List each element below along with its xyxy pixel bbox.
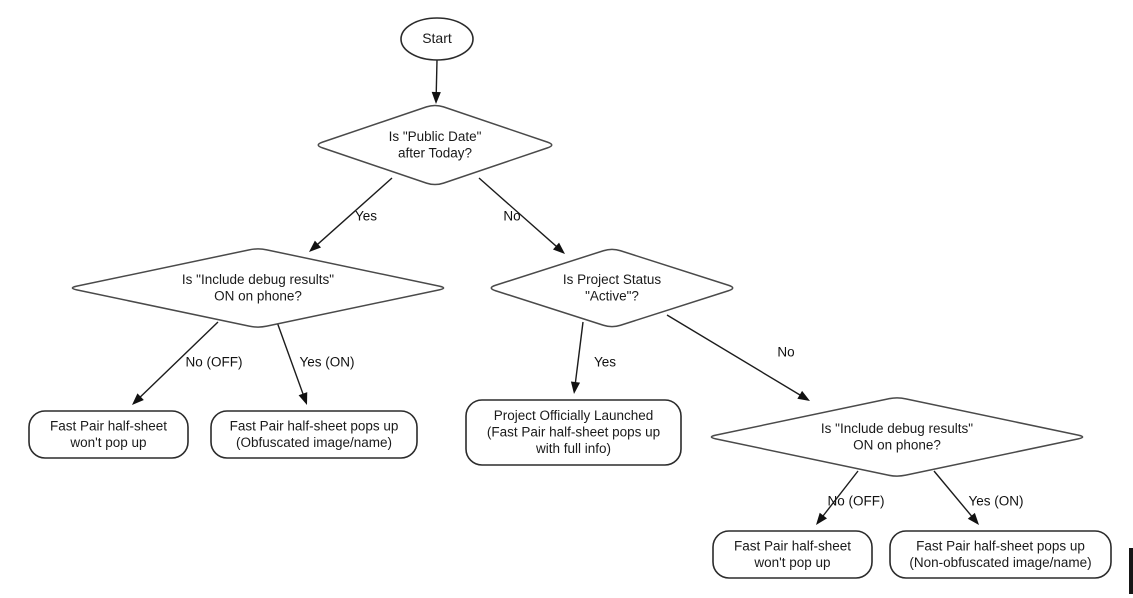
edge-project-status-no-line [666, 314, 803, 397]
edge-project-status-yes-arrowhead [570, 381, 581, 394]
decision-include-debug-results-right-label: Is "Include debug results"ON on phone? [821, 420, 973, 452]
edge-start-to-public-date-line [435, 59, 438, 95]
edge-project-status-yes-label: Yes [594, 355, 616, 370]
decision-include-debug-results-left-label: Is "Include debug results"ON on phone? [182, 271, 334, 303]
edge-debug-left-no-off: No (OFF) [132, 321, 243, 405]
edge-debug-right-yes-on: Yes (ON) [933, 470, 1024, 525]
decision-public-date-label: Is "Public Date"after Today? [389, 128, 482, 160]
edge-debug-left-no-off-label: No (OFF) [186, 355, 243, 370]
edge-debug-right-no-off-arrowhead [816, 512, 827, 525]
edge-start-to-public-date [431, 59, 441, 104]
decision-include-debug-results-right-shape [710, 397, 1084, 477]
edge-debug-right-yes-on-label: Yes (ON) [968, 494, 1023, 509]
result-half-sheet-wont-pop-up-left-shape [28, 410, 189, 459]
decision-include-debug-results-left[interactable]: Is "Include debug results"ON on phone? [71, 248, 445, 328]
result-half-sheet-obfuscated-label: Fast Pair half-sheet pops up(Obfuscated … [230, 418, 399, 450]
decision-include-debug-results-right[interactable]: Is "Include debug results"ON on phone? [710, 397, 1084, 477]
decision-public-date-shape [317, 104, 553, 186]
edge-debug-left-no-off-arrowhead [132, 393, 144, 405]
edge-public-date-yes: Yes [309, 177, 393, 252]
right-edge-artifact [1129, 548, 1133, 594]
decision-project-status-active-label: Is Project Status"Active"? [563, 271, 662, 303]
result-project-officially-launched-shape [465, 399, 682, 466]
nodes-layer: Start Is "Public Date"after Today? Is "Inc… [28, 17, 1112, 579]
result-project-officially-launched-label: Project Officially Launched(Fast Pair ha… [487, 408, 660, 456]
edge-debug-right-no-off-line [821, 470, 859, 518]
decision-public-date[interactable]: Is "Public Date"after Today? [317, 104, 553, 186]
result-half-sheet-obfuscated-shape [210, 410, 418, 459]
start-node-shape [400, 17, 474, 61]
result-half-sheet-non-obfuscated-label: Fast Pair half-sheet pops up(Non-obfusca… [909, 538, 1091, 570]
edge-project-status-yes: Yes [570, 321, 616, 394]
decision-project-status-active[interactable]: Is Project Status"Active"? [490, 248, 734, 328]
start-node[interactable]: Start [400, 17, 474, 61]
decision-include-debug-results-left-shape [71, 248, 445, 328]
start-node-label: Start [422, 30, 452, 46]
result-half-sheet-wont-pop-up-right-shape [712, 530, 873, 579]
edge-public-date-yes-line [315, 177, 393, 247]
edge-project-status-yes-line [574, 321, 584, 385]
edge-public-date-no: No [478, 177, 565, 254]
decision-project-status-active-shape [490, 248, 734, 328]
edge-debug-left-no-off-line [138, 321, 219, 399]
edge-debug-right-no-off: No (OFF) [816, 470, 885, 525]
edge-project-status-no: No [666, 314, 810, 401]
edge-public-date-yes-label: Yes [355, 209, 377, 224]
result-half-sheet-non-obfuscated-shape [889, 530, 1112, 579]
edge-project-status-no-label: No [777, 345, 794, 360]
result-half-sheet-non-obfuscated[interactable]: Fast Pair half-sheet pops up(Non-obfusca… [889, 530, 1112, 579]
result-project-officially-launched[interactable]: Project Officially Launched(Fast Pair ha… [465, 399, 682, 466]
edge-public-date-no-arrowhead [552, 242, 565, 254]
edge-public-date-no-line [478, 177, 559, 249]
edge-public-date-no-label: No [503, 209, 520, 224]
edge-debug-right-yes-on-arrowhead [967, 512, 979, 525]
edge-debug-left-yes-on-label: Yes (ON) [299, 355, 354, 370]
edge-debug-left-yes-on-arrowhead [298, 392, 308, 405]
edge-debug-left-yes-on: Yes (ON) [276, 321, 355, 405]
edge-start-to-public-date-arrowhead [431, 91, 441, 104]
edge-debug-right-yes-on-line [933, 470, 974, 519]
result-half-sheet-obfuscated[interactable]: Fast Pair half-sheet pops up(Obfuscated … [210, 410, 418, 459]
edge-debug-left-yes-on-line [276, 321, 305, 397]
edge-debug-right-no-off-label: No (OFF) [828, 494, 885, 509]
edge-public-date-yes-arrowhead [309, 240, 322, 252]
edge-project-status-no-arrowhead [797, 390, 810, 401]
